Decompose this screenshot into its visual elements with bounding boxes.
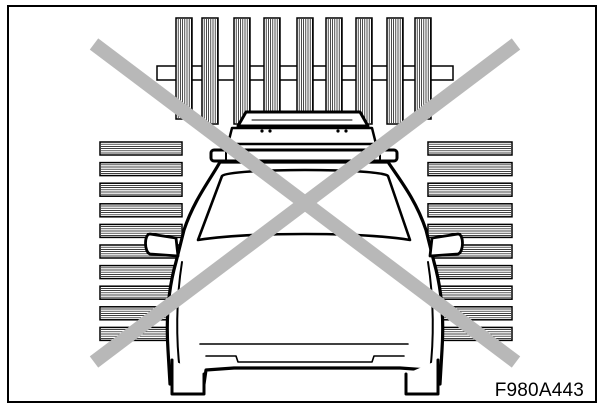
left-side-brush	[99, 141, 183, 342]
top-brush-assembly	[175, 17, 432, 125]
figure-code: F980A443	[494, 380, 584, 401]
prohibition-x-icon	[89, 38, 521, 368]
